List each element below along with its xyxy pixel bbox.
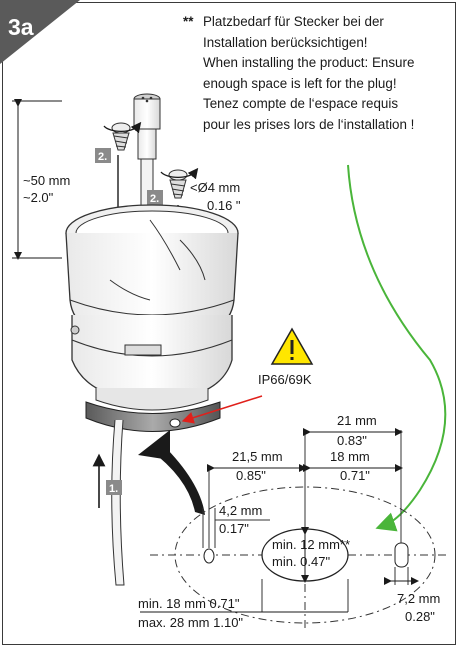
note-line-5: Tenez compte de l‘espace requis [203,96,399,111]
height-in-label: ~2.0" [23,190,54,205]
step-2-left-box [95,148,111,163]
step-2-right: 2. [150,193,159,205]
space-note: ** Platzbedarf für Stecker bei der Insta… [183,12,459,135]
d215-in-label: 0.85" [236,468,266,483]
step-badge [0,0,80,64]
warning-icon [270,327,314,365]
min18-label: min. 18 mm 0.71" [138,596,240,611]
screw-in-label: 0.16 " [207,198,241,213]
step-2-right-box [147,190,163,205]
note-line-6: pour les prises lors de l‘installation ! [203,116,415,132]
rating-arrow [181,395,263,424]
note-line-3: When installing the product: Ensure [203,55,415,70]
d18-mm-label: 18 mm [330,449,370,464]
height-mm-label: ~50 mm [23,173,70,188]
max28-label: max. 28 mm 1.10" [138,615,243,630]
note-line-4: enough space is left for the plug! [203,75,397,91]
note-marker: ** [183,14,194,29]
height-dimension [12,99,62,260]
note-line-2: Installation berücksichtigen! [203,34,368,50]
d42-mm-label: 4,2 mm [219,503,262,518]
screw-left [103,121,142,151]
step-1-bottom: 1. [109,483,118,495]
rating-label: IP66/69K [258,372,312,387]
d72-in-label: 0.28" [405,609,435,624]
step-1-bottom-box [106,480,122,495]
d18-in-label: 0.71" [340,468,370,483]
min12-mm-label: min. 12 mm** [272,537,350,552]
min12-in-label: min. 0.47" [272,554,330,569]
diagram-frame [2,2,456,645]
plug-space-arrow [347,164,447,532]
d21-mm-label: 21 mm [337,413,377,428]
d21-in-label: 0.83" [337,433,367,448]
d72-mm-label: 7,2 mm [397,591,440,606]
d42-in-label: 0.17" [219,521,249,536]
screw-right [160,167,199,199]
screw-mm-label: <Ø4 mm [190,180,240,195]
note-line-1: Platzbedarf für Stecker bei der [203,14,384,29]
housing [65,204,239,411]
d215-mm-label: 21,5 mm [232,449,283,464]
step-2-left: 2. [98,151,107,163]
step-label: 3a [8,14,34,40]
